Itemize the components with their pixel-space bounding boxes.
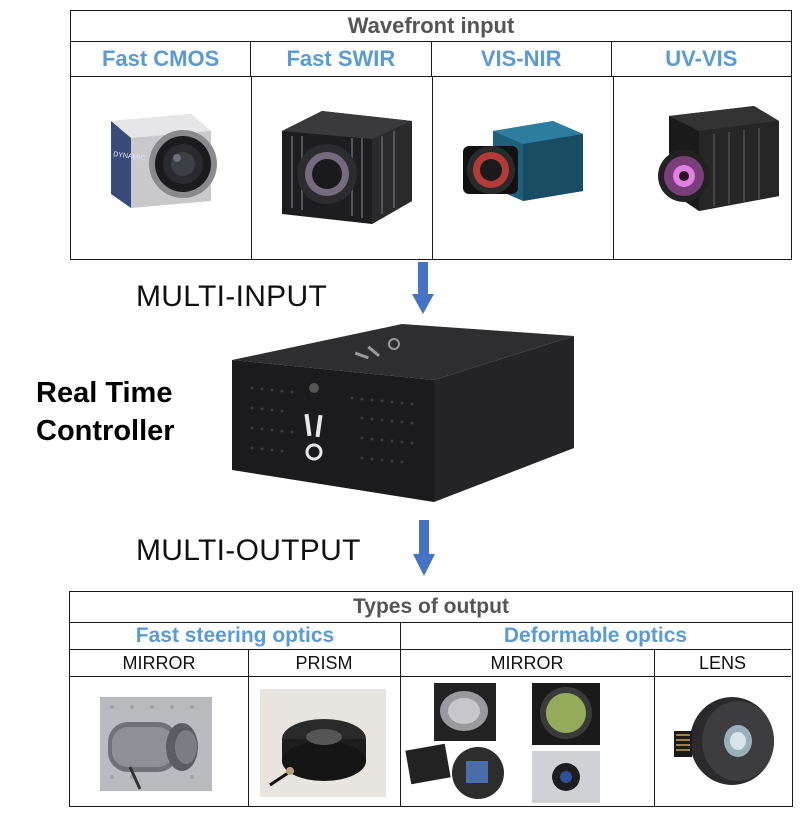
camera-visnir-cell — [433, 76, 614, 259]
camera-uvvis-icon — [658, 106, 779, 211]
group-deformable-optics: Deformable optics — [400, 622, 791, 650]
real-time-controller-label: Real Time Controller — [36, 374, 226, 450]
down-arrow-icon — [413, 520, 435, 576]
subheader-fso-prism: PRISM — [248, 650, 400, 677]
fso-prism-image-cell — [248, 677, 400, 806]
controller-label-line1: Real Time — [36, 377, 173, 409]
deformable-mirrors-icon — [405, 683, 600, 803]
header-uv-vis: UV-VIS — [665, 46, 738, 71]
wavefront-input-title: Wavefront input — [71, 11, 791, 42]
down-arrow-icon — [412, 262, 434, 314]
types-of-output-table: Types of output Fast steering optics Def… — [69, 591, 793, 807]
subheader-fso-mirror: MIRROR — [70, 650, 248, 677]
subheader-deformable-lens: LENS — [654, 650, 791, 677]
controller-box-icon — [232, 324, 574, 502]
header-fast-swir: Fast SWIR — [251, 41, 432, 76]
divider — [248, 650, 249, 806]
svg-text:DYNAMIC: DYNAMIC — [113, 151, 146, 162]
steering-prism-icon — [260, 689, 386, 797]
camera-image-row: DYNAMIC — [71, 76, 791, 259]
divider — [654, 650, 655, 806]
camera-cmos-icon: DYNAMIC — [111, 114, 217, 208]
multi-output-label: MULTI-OUTPUT — [136, 534, 361, 567]
multi-input-label: MULTI-INPUT — [136, 280, 328, 313]
types-of-output-title: Types of output — [70, 592, 792, 623]
subheader-deformable-mirror: MIRROR — [400, 650, 654, 677]
camera-cmos-cell: DYNAMIC — [71, 76, 252, 259]
wavefront-input-table: Wavefront input Fast CMOS Fast SWIR VIS-… — [70, 10, 792, 260]
deformable-mirror-image-cell — [400, 677, 654, 806]
camera-header-row: Fast CMOS Fast SWIR VIS-NIR UV-VIS — [71, 41, 791, 77]
controller-label-line2: Controller — [36, 415, 175, 447]
camera-swir-cell — [252, 76, 433, 259]
camera-visnir-icon — [463, 121, 583, 201]
deformable-lens-image-cell — [654, 677, 791, 806]
header-fast-cmos: Fast CMOS — [71, 41, 252, 76]
group-fast-steering-optics: Fast steering optics — [70, 622, 400, 650]
camera-swir-icon — [282, 111, 412, 224]
fso-mirror-image-cell — [70, 677, 248, 806]
header-vis-nir: VIS-NIR — [432, 41, 612, 76]
divider — [400, 622, 401, 806]
deformable-lens-icon — [674, 697, 774, 785]
camera-uvvis-cell — [614, 76, 794, 259]
steering-mirror-icon — [100, 697, 212, 791]
